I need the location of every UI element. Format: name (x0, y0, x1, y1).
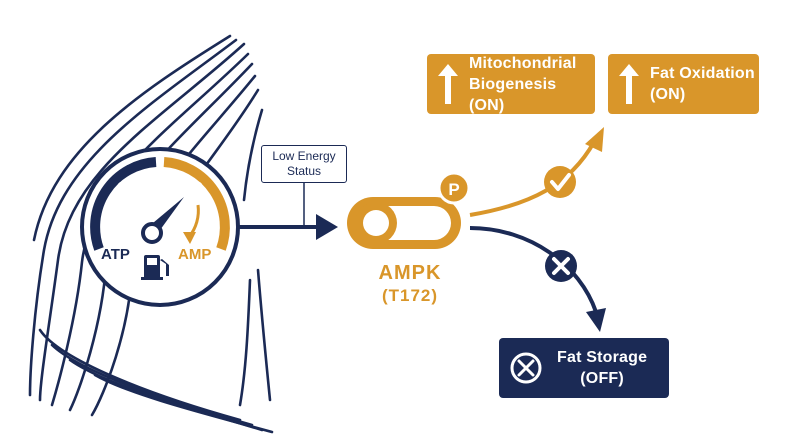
fuel-pump-icon (141, 255, 169, 280)
fat-ox-line2: (ON) (650, 86, 686, 103)
low-energy-label-line1: Low Energy (272, 149, 336, 163)
fat-ox-line1: Fat Oxidation (650, 65, 755, 82)
atp-label: ATP (101, 246, 130, 263)
up-arrow-icon (619, 64, 639, 104)
ampk-switch-icon (347, 197, 461, 249)
gauge-down-arrow-icon (183, 232, 196, 244)
activation-arrow (469, 141, 596, 217)
up-arrow-icon (438, 64, 458, 104)
inhibition-arrow (469, 226, 598, 313)
blocked-circle-icon (510, 352, 542, 384)
inhibition-arrow-head-icon (586, 308, 606, 332)
low-energy-label: Low Energy Status (261, 145, 347, 183)
check-icon (544, 166, 576, 198)
muscle-fibers-icon (28, 34, 274, 434)
amp-label: AMP (178, 246, 212, 263)
mitochondrial-biogenesis-box: Mitochondrial Biogenesis (ON) (427, 54, 595, 114)
ampk-site: (T172) (381, 286, 439, 305)
x-mark-icon (545, 250, 577, 282)
fat-storage-line1: Fat Storage (557, 349, 648, 366)
low-energy-label-line2: Status (286, 164, 322, 178)
mito-line1: Mitochondrial (469, 54, 577, 72)
phospho-badge (437, 171, 471, 205)
activation-arrow-head-icon (585, 127, 604, 152)
phospho-mark: P (448, 180, 459, 199)
signal-arrow-head-icon (316, 214, 338, 240)
mito-line2: Biogenesis (ON) (469, 75, 557, 114)
ampk-name: AMPK (378, 262, 442, 284)
energy-gauge (80, 147, 240, 307)
fat-storage-line2: (OFF) (580, 370, 624, 387)
fat-storage-box: Fat Storage (OFF) (499, 338, 669, 398)
fat-oxidation-box: Fat Oxidation (ON) (608, 54, 759, 114)
